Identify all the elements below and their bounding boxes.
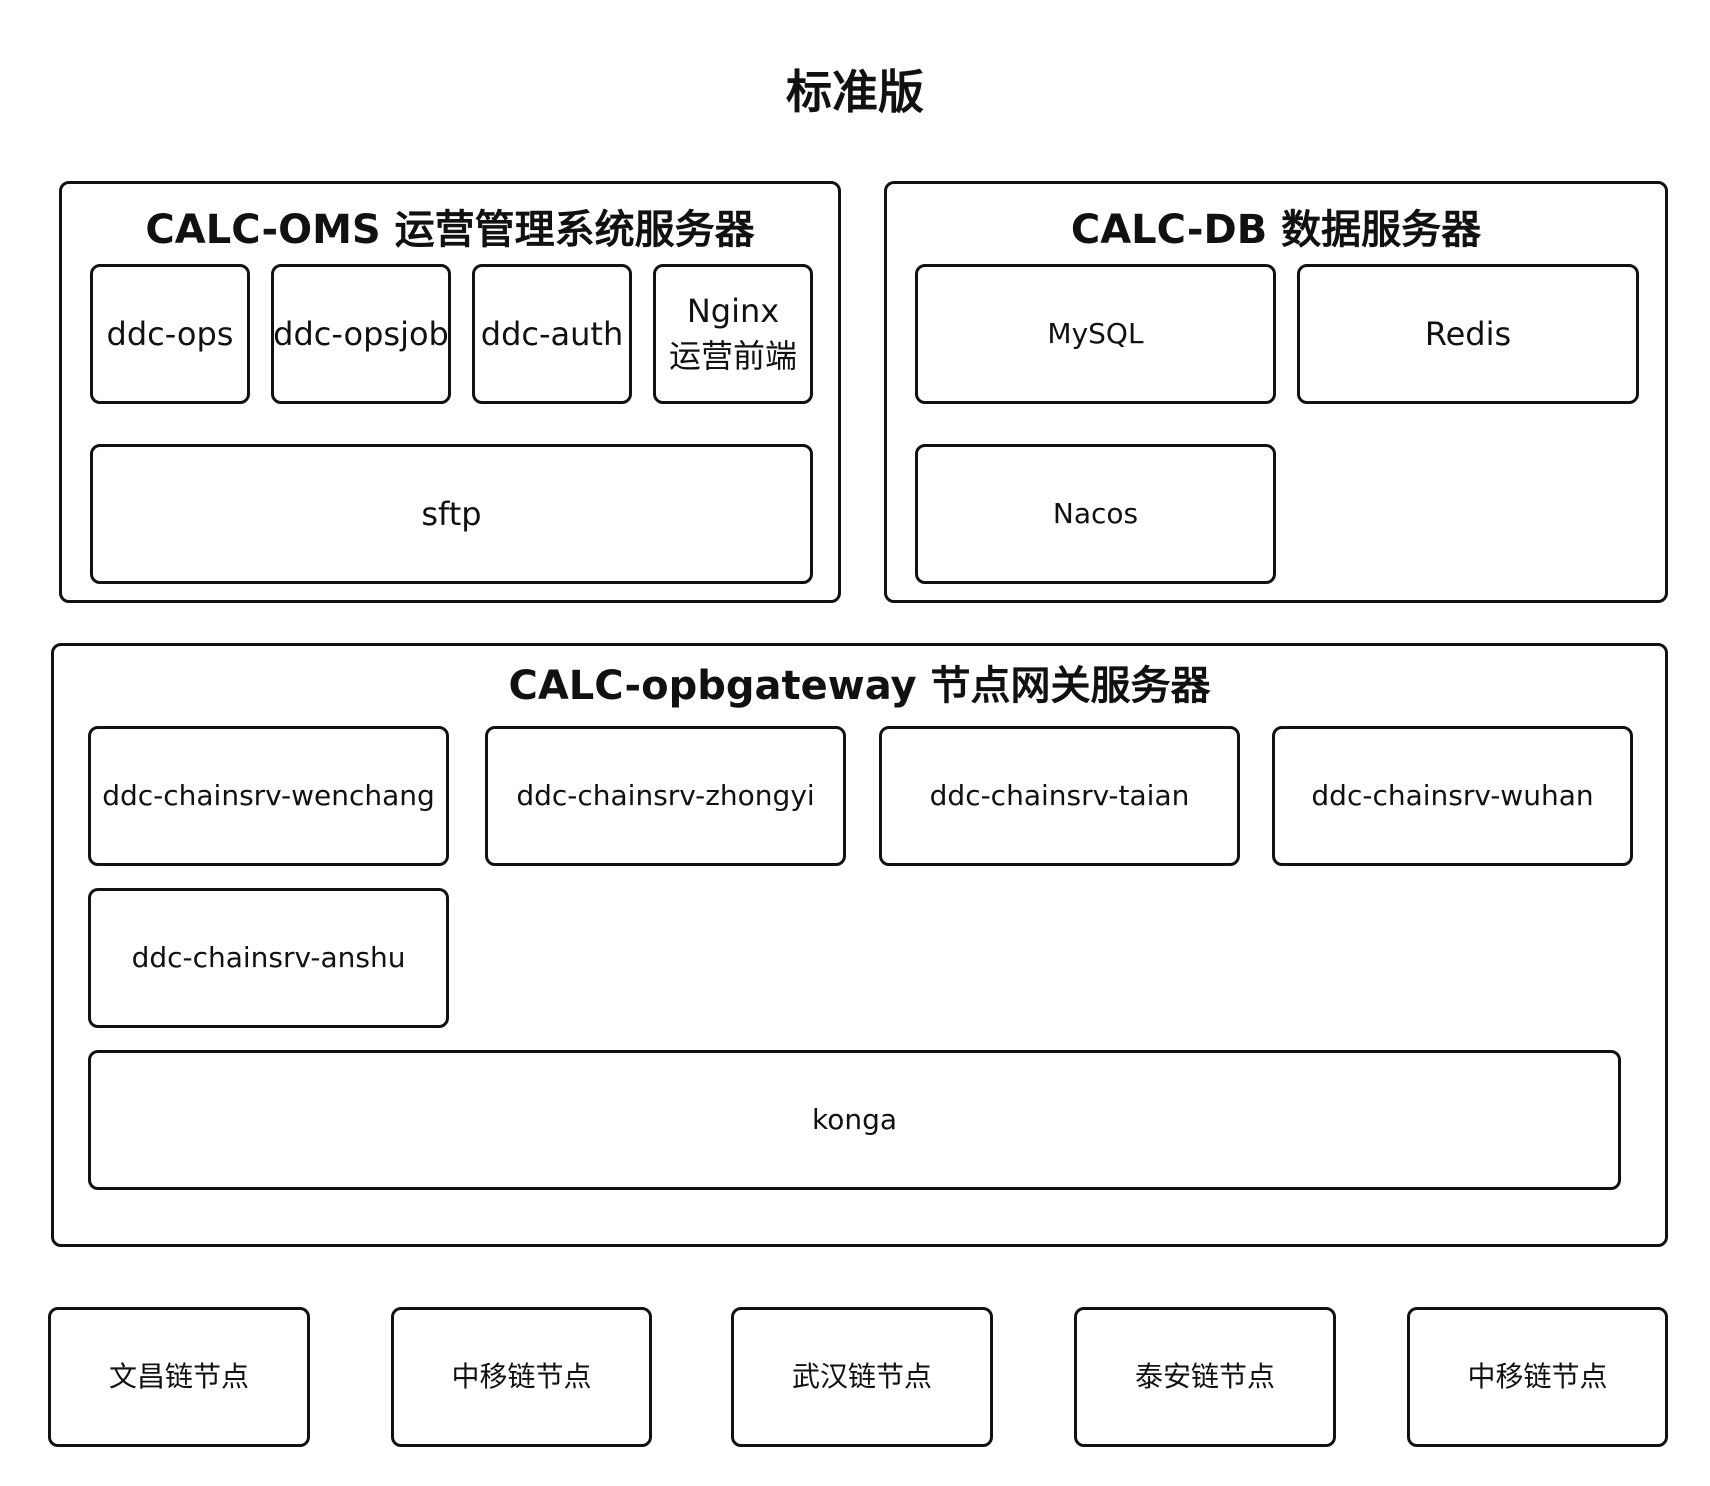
nacos-label: Nacos: [1052, 497, 1139, 531]
ddc-ops-box: ddc-ops: [90, 264, 250, 404]
chain-node-zhongyi: 中移链节点: [391, 1307, 652, 1447]
chain-node-zhongyi-2: 中移链节点: [1407, 1307, 1668, 1447]
chainsrv-zhongyi-box: ddc-chainsrv-zhongyi: [485, 726, 846, 866]
sftp-label: sftp: [421, 494, 482, 533]
ddc-opsjob-box: ddc-opsjob: [271, 264, 451, 404]
chainsrv-zhongyi-label: ddc-chainsrv-zhongyi: [516, 779, 815, 813]
chain-node-wuhan-label: 武汉链节点: [791, 1360, 932, 1394]
chainsrv-anshu-label: ddc-chainsrv-anshu: [131, 941, 406, 975]
chain-node-wuhan: 武汉链节点: [731, 1307, 993, 1447]
chainsrv-anshu-box: ddc-chainsrv-anshu: [88, 888, 449, 1028]
ddc-auth-box: ddc-auth: [472, 264, 632, 404]
chain-node-zhongyi-2-label: 中移链节点: [1467, 1360, 1608, 1394]
chain-node-wenchang: 文昌链节点: [48, 1307, 310, 1447]
oms-server-group: CALC-OMS 运营管理系统服务器 ddc-ops ddc-opsjob dd…: [59, 181, 841, 603]
redis-box: Redis: [1297, 264, 1639, 404]
chainsrv-taian-box: ddc-chainsrv-taian: [879, 726, 1240, 866]
chain-node-taian: 泰安链节点: [1074, 1307, 1336, 1447]
chainsrv-wenchang-box: ddc-chainsrv-wenchang: [88, 726, 449, 866]
ddc-auth-label: ddc-auth: [480, 314, 624, 353]
chainsrv-wenchang-label: ddc-chainsrv-wenchang: [102, 779, 435, 813]
konga-label: konga: [811, 1103, 898, 1137]
konga-box: konga: [88, 1050, 1621, 1190]
sftp-box: sftp: [90, 444, 813, 584]
gateway-server-group: CALC-opbgateway 节点网关服务器 ddc-chainsrv-wen…: [51, 643, 1668, 1247]
mysql-label: MySQL: [1047, 317, 1144, 351]
chainsrv-wuhan-label: ddc-chainsrv-wuhan: [1311, 779, 1594, 813]
db-server-title: CALC-DB 数据服务器: [1070, 207, 1482, 253]
chain-node-wenchang-label: 文昌链节点: [108, 1360, 249, 1394]
nginx-label: Nginx: [686, 292, 780, 331]
chainsrv-taian-label: ddc-chainsrv-taian: [929, 779, 1190, 813]
nginx-sublabel: 运营前端: [668, 337, 797, 375]
gateway-server-title: CALC-opbgateway 节点网关服务器: [508, 663, 1211, 709]
oms-server-title: CALC-OMS 运营管理系统服务器: [145, 207, 755, 253]
redis-label: Redis: [1424, 314, 1512, 353]
mysql-box: MySQL: [915, 264, 1276, 404]
ddc-ops-label: ddc-ops: [106, 314, 234, 353]
db-server-group: CALC-DB 数据服务器 MySQL Redis Nacos: [884, 181, 1668, 603]
page-title: 标准版: [786, 65, 924, 119]
chainsrv-wuhan-box: ddc-chainsrv-wuhan: [1272, 726, 1633, 866]
ddc-opsjob-label: ddc-opsjob: [273, 314, 449, 353]
nacos-box: Nacos: [915, 444, 1276, 584]
chain-node-zhongyi-label: 中移链节点: [451, 1360, 592, 1394]
chain-node-taian-label: 泰安链节点: [1134, 1360, 1275, 1394]
nginx-box: Nginx 运营前端: [653, 264, 813, 404]
